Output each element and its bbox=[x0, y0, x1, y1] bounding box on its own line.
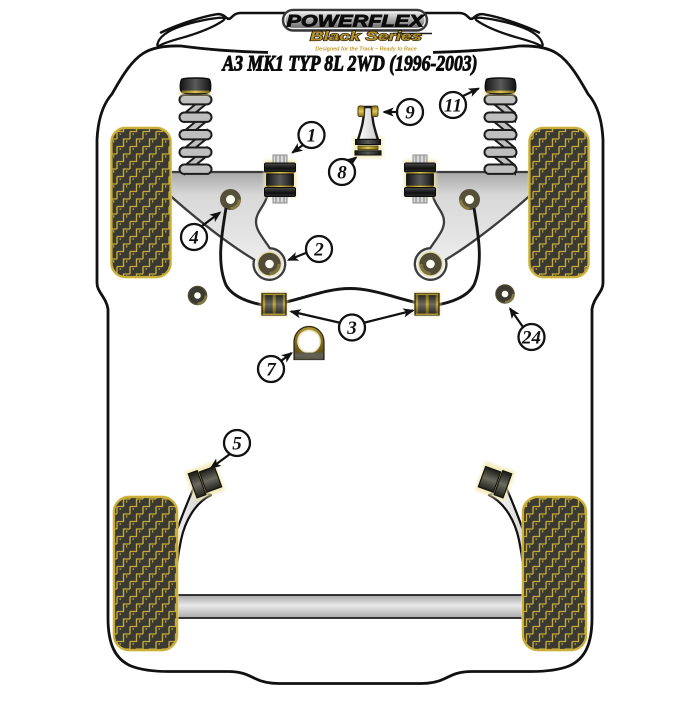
svg-text:2: 2 bbox=[313, 240, 324, 261]
svg-text:7: 7 bbox=[266, 360, 277, 381]
svg-text:Black Series: Black Series bbox=[310, 30, 422, 44]
svg-text:1: 1 bbox=[307, 126, 317, 147]
svg-text:11: 11 bbox=[444, 96, 462, 117]
svg-text:5: 5 bbox=[232, 434, 242, 455]
svg-text:Designed for the Track ~ Ready: Designed for the Track ~ Ready to Race bbox=[315, 47, 417, 53]
svg-text:9: 9 bbox=[405, 103, 415, 124]
svg-text:8: 8 bbox=[337, 163, 347, 184]
svg-text:A3 MK1 TYP 8L 2WD (1996-2003): A3 MK1 TYP 8L 2WD (1996-2003) bbox=[221, 51, 478, 76]
svg-text:24: 24 bbox=[521, 328, 541, 349]
svg-text:4: 4 bbox=[188, 228, 199, 249]
svg-text:3: 3 bbox=[346, 318, 357, 339]
svg-text:POWERFLEX: POWERFLEX bbox=[287, 12, 426, 31]
